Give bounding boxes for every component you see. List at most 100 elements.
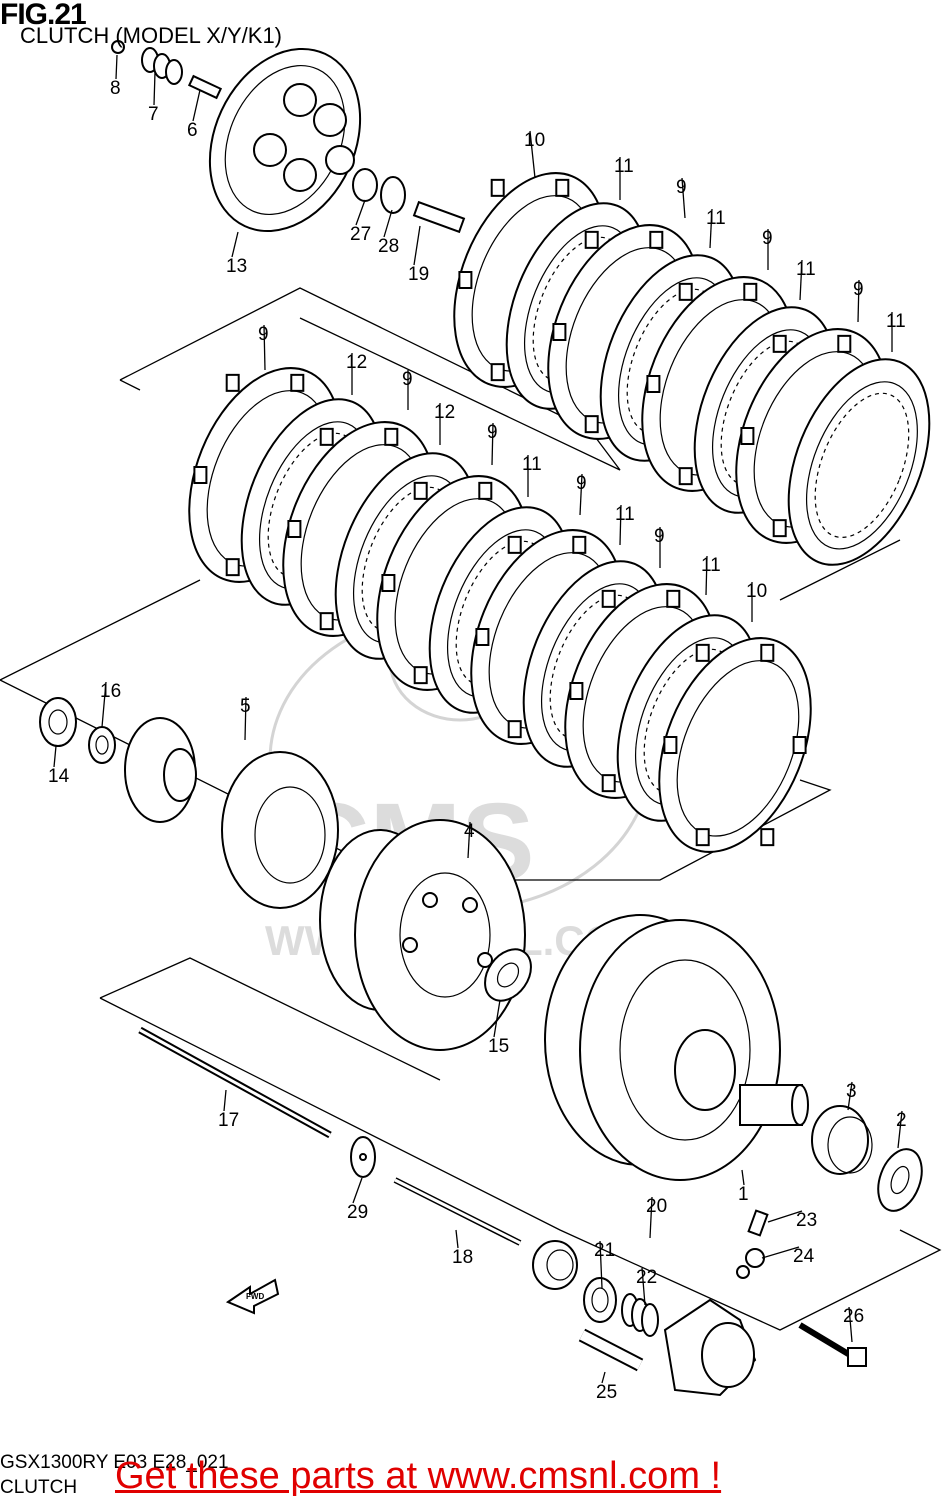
leader-line [857,279,860,323]
part-4-sleeve-hub [319,819,526,1051]
leader-line [709,208,713,249]
leader-line [897,1110,903,1149]
leader-line [491,422,494,466]
callout-25: 25 [596,1382,617,1403]
callout-9: 9 [676,177,687,198]
leader-line [455,1229,459,1249]
part-13-pressure-plate [208,47,362,233]
part-2-spacer [877,1148,923,1212]
part-22-spring [621,1293,659,1337]
leader-line [223,1089,227,1112]
callout-12: 12 [346,352,367,373]
part-29-washer [350,1136,376,1178]
leader-line [413,225,421,266]
callout-4: 4 [464,821,475,842]
leader-line [115,54,118,80]
order-parts-banner-link[interactable]: Get these parts at www.cmsnl.com ! [115,1455,722,1497]
part-5-damper-hub [221,751,339,909]
callout-9: 9 [762,228,773,249]
callout-11: 11 [615,504,635,525]
callout-9: 9 [487,422,498,443]
callout-7: 7 [148,104,159,125]
callout-22: 22 [636,1267,657,1288]
callout-11: 11 [614,156,634,177]
callout-18: 18 [452,1247,473,1268]
reference-code: GSX1300RY E03 E28_021 [0,1452,229,1473]
callout-9: 9 [576,473,587,494]
part-3-needle-bearing [811,1105,873,1175]
callout-6: 6 [187,120,198,141]
callout-9: 9 [654,526,665,547]
callout-11: 11 [522,454,542,475]
leader-line [579,473,583,516]
leader-line [799,259,803,301]
callout-8: 8 [110,78,121,99]
leader-line [705,555,708,596]
callout-1: 1 [738,1184,749,1205]
part-27-washer [352,168,378,202]
leader-line [619,504,622,546]
callout-19: 19 [408,264,429,285]
upper-plate-stack [453,172,931,566]
part-1-primary-driven-gear [544,914,809,1181]
leader-line [649,1196,653,1239]
callout-26: 26 [843,1306,864,1327]
callout-23: 23 [796,1210,817,1231]
leader-line [101,681,107,728]
friction-plate [658,637,812,853]
leader-line [601,1371,606,1384]
part-28-bearing [380,176,406,214]
part-17-pushrod [138,1026,332,1139]
callout-5: 5 [240,696,251,717]
part-19-pushrod-piece [412,200,466,234]
leader-line [529,130,536,179]
part-5-holder [124,717,197,823]
callout-27: 27 [350,224,371,245]
part-26-bolt [798,1322,867,1367]
callout-9: 9 [402,369,413,390]
leader-line [741,1169,745,1186]
leader-line [192,89,201,122]
leader-line [355,199,366,226]
leader-line [599,1240,603,1289]
callout-16: 16 [100,681,121,702]
lower-group-frame [99,957,942,1331]
leader-line [641,1267,646,1306]
part-16-washer [88,726,116,764]
figure-title: FIG.21 [0,0,87,31]
drive-plate [787,358,931,566]
callout-9: 9 [258,324,269,345]
callout-20: 20 [646,1196,667,1217]
leader-line [681,177,686,219]
leader-line [767,1210,803,1223]
callout-3: 3 [846,1081,857,1102]
part-18-pushrod [393,1177,522,1246]
part-24-cap [736,1248,765,1279]
part-20-slave-cylinder [663,1298,757,1397]
callout-15: 15 [488,1036,509,1057]
figure-subtitle: CLUTCH (MODEL X/Y/K1) [20,23,283,48]
leader-line [244,696,247,741]
leader-line [153,71,156,106]
lower-plate-stack [188,367,812,853]
part-14-nut [39,697,77,747]
callout-11: 11 [706,208,726,229]
leader-line [352,1177,363,1204]
leader-line [493,999,501,1038]
callout-9: 9 [853,279,864,300]
callout-29: 29 [347,1202,368,1223]
forward-direction-arrow: FWD [225,1278,280,1315]
part-25-dowel [578,1328,644,1372]
callout-28: 28 [378,236,399,257]
callout-21: 21 [594,1240,615,1261]
callout-11: 11 [886,311,906,332]
callout-2: 2 [896,1110,907,1131]
callout-10: 10 [524,130,545,151]
callout-10: 10 [746,581,767,602]
callout-14: 14 [48,766,70,787]
part-6-pin [187,74,223,100]
fwd-label: FWD [246,1292,264,1301]
part-21-piston [532,1240,578,1290]
